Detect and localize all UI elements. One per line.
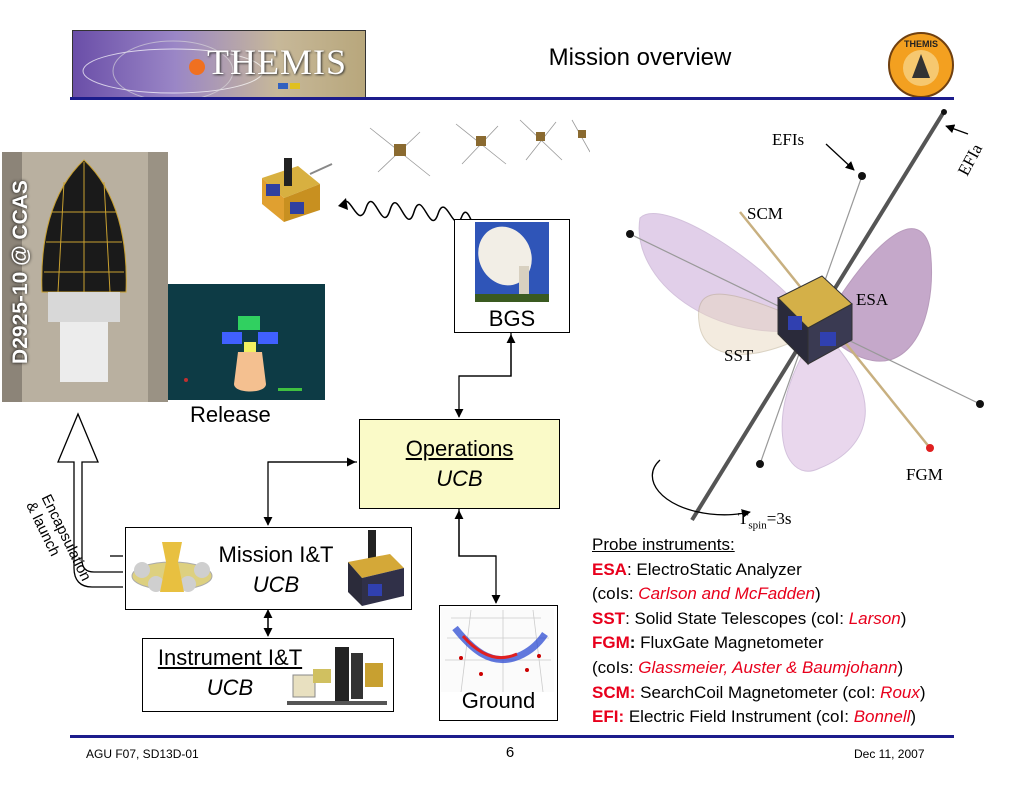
operations-title: Operations	[405, 436, 514, 461]
bgs-box: BGS	[454, 219, 570, 333]
orbit-graphic	[82, 40, 300, 97]
rocket-fairing-photo	[2, 152, 168, 402]
antenna-dish-icon	[475, 222, 549, 302]
mission-it-title: Mission I&T	[218, 542, 334, 567]
instrument-heading: Probe instruments:	[592, 535, 735, 554]
mission-it-box: Mission I&T UCB	[125, 527, 412, 610]
footer-page-number: 6	[505, 744, 515, 761]
esa-label: ESA	[856, 290, 889, 309]
ground-label: Ground	[461, 688, 536, 713]
spacecraft-diagram	[626, 108, 984, 522]
probe-carrier-icon	[131, 542, 213, 592]
badge-text: THEMIS	[904, 39, 938, 49]
probe-icon	[571, 119, 590, 153]
footer-rule	[70, 735, 954, 738]
fgm-label: FGM	[906, 465, 943, 484]
release-label: Release	[190, 402, 271, 427]
operations-box: Operations UCB	[359, 419, 560, 509]
page-title: Mission overview	[548, 44, 732, 71]
footer-date: Dec 11, 2007	[854, 747, 925, 761]
signal-wave	[341, 200, 487, 238]
release-stack-graphic	[184, 316, 302, 392]
footer-left: AGU F07, SD13D-01	[86, 747, 199, 761]
probe-icon	[369, 127, 431, 177]
instrument-sst: SST: Solid State Telescopes (coI: Larson…	[592, 608, 907, 628]
scm-label: SCM	[747, 204, 783, 223]
mission-it-subtitle: UCB	[252, 572, 300, 597]
header-rule	[70, 97, 954, 100]
instrument-it-box: Instrument I&T UCB	[142, 638, 394, 712]
efis-label: EFIs	[772, 130, 805, 149]
rocket-graphic	[2, 152, 168, 402]
encapsulation-arrow	[57, 412, 123, 588]
probe-icon	[455, 123, 507, 165]
probe-large-icon	[262, 158, 333, 222]
probe-icon	[519, 119, 563, 161]
themis-badge-icon: THEMIS	[888, 32, 954, 98]
instrument-it-subtitle: UCB	[206, 675, 254, 700]
instrument-list: Probe instruments: ESA: ElectroStatic An…	[592, 533, 1012, 730]
tspin-label: Tspin=3s	[738, 509, 792, 532]
arrow-bgs-ops	[454, 333, 512, 418]
probes-graphic	[262, 119, 590, 238]
instrument-it-title: Instrument I&T	[157, 645, 303, 670]
encapsulation-label-wrap: Encapsulation & launch	[10, 492, 130, 590]
arrow-ops-mission	[263, 461, 357, 526]
bgs-label: BGS	[488, 306, 536, 331]
sst-label: SST	[724, 346, 754, 365]
ground-station-map-icon	[441, 608, 554, 692]
operations-subtitle: UCB	[436, 466, 483, 491]
instrument-esa-cois: (coIs: Carlson and McFadden)	[592, 584, 821, 604]
instrument-fgm-cois: (coIs: Glassmeier, Auster & Baumjohann)	[592, 657, 904, 677]
instruments-hardware-icon	[287, 647, 387, 705]
instrument-fgm: FGM: FluxGate Magnetometer	[592, 633, 824, 653]
instrument-esa: ESA: ElectroStatic Analyzer	[592, 559, 802, 579]
logo-text: THEMIS	[207, 42, 347, 82]
instrument-efi: EFI: Electric Field Instrument (coI: Bon…	[592, 707, 917, 727]
themis-logo-banner: THEMIS	[72, 30, 366, 98]
probe-model-icon	[348, 530, 404, 606]
ground-box: Ground	[439, 605, 558, 721]
instrument-scm: SCM: SearchCoil Magnetometer (coI: Roux)	[592, 682, 926, 702]
release-image	[168, 284, 325, 400]
